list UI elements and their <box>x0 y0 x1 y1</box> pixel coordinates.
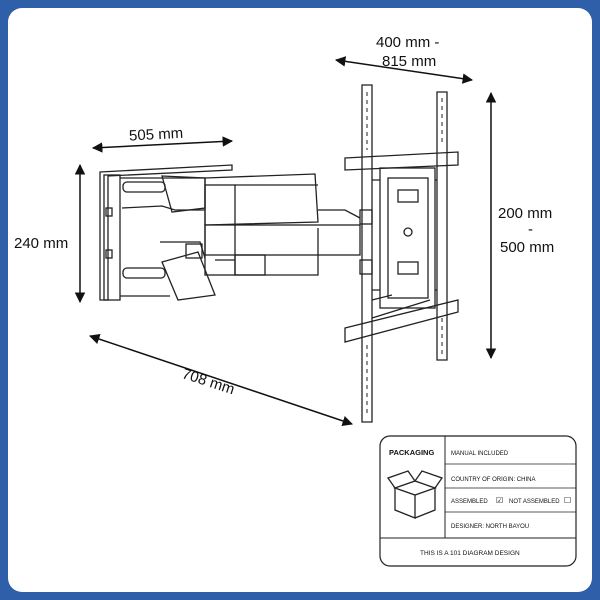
assembled-checkbox: ☑ <box>496 496 503 505</box>
dimension-lines <box>74 56 497 426</box>
vesa-vertical-label-2: 500 mm <box>500 239 554 256</box>
designer-text: DESIGNER: NORTH BAYOU <box>451 524 529 530</box>
arm-height-label: 240 mm <box>14 235 68 252</box>
footer-text: THIS IS A 101 DIAGRAM DESIGN <box>420 550 520 557</box>
box-icon <box>386 470 444 519</box>
vesa-vertical-label-1: 200 mm <box>498 205 552 222</box>
vesa-vertical-dash: - <box>528 221 533 238</box>
vesa-horizontal-label-2: 815 mm <box>382 53 436 70</box>
total-length-label: 708 mm <box>180 365 237 398</box>
arm-width-label: 505 mm <box>129 125 184 145</box>
tv-bracket <box>344 84 459 423</box>
rail-slots <box>366 92 443 415</box>
mount-diagram: 505 mm 240 mm 708 mm 400 mm - 815 mm 200… <box>14 34 577 567</box>
country-of-origin-text: COUNTRY OF ORIGIN: CHINA <box>451 477 535 483</box>
manual-included-text: MANUAL INCLUDED <box>451 451 509 457</box>
not-assembled-text: NOT ASSEMBLED <box>509 499 560 505</box>
packaging-table: PACKAGING MANUAL INCLUDED COUNTRY OF ORI… <box>379 435 577 567</box>
assembled-text: ASSEMBLED <box>451 499 488 505</box>
articulating-arms <box>121 173 361 301</box>
packaging-title: PACKAGING <box>389 448 434 457</box>
vesa-horizontal-label-1: 400 mm - <box>376 34 439 51</box>
not-assembled-checkbox: ☐ <box>564 496 571 505</box>
diagram-card: 505 mm 240 mm 708 mm 400 mm - 815 mm 200… <box>8 8 592 592</box>
wall-plate <box>99 164 233 301</box>
